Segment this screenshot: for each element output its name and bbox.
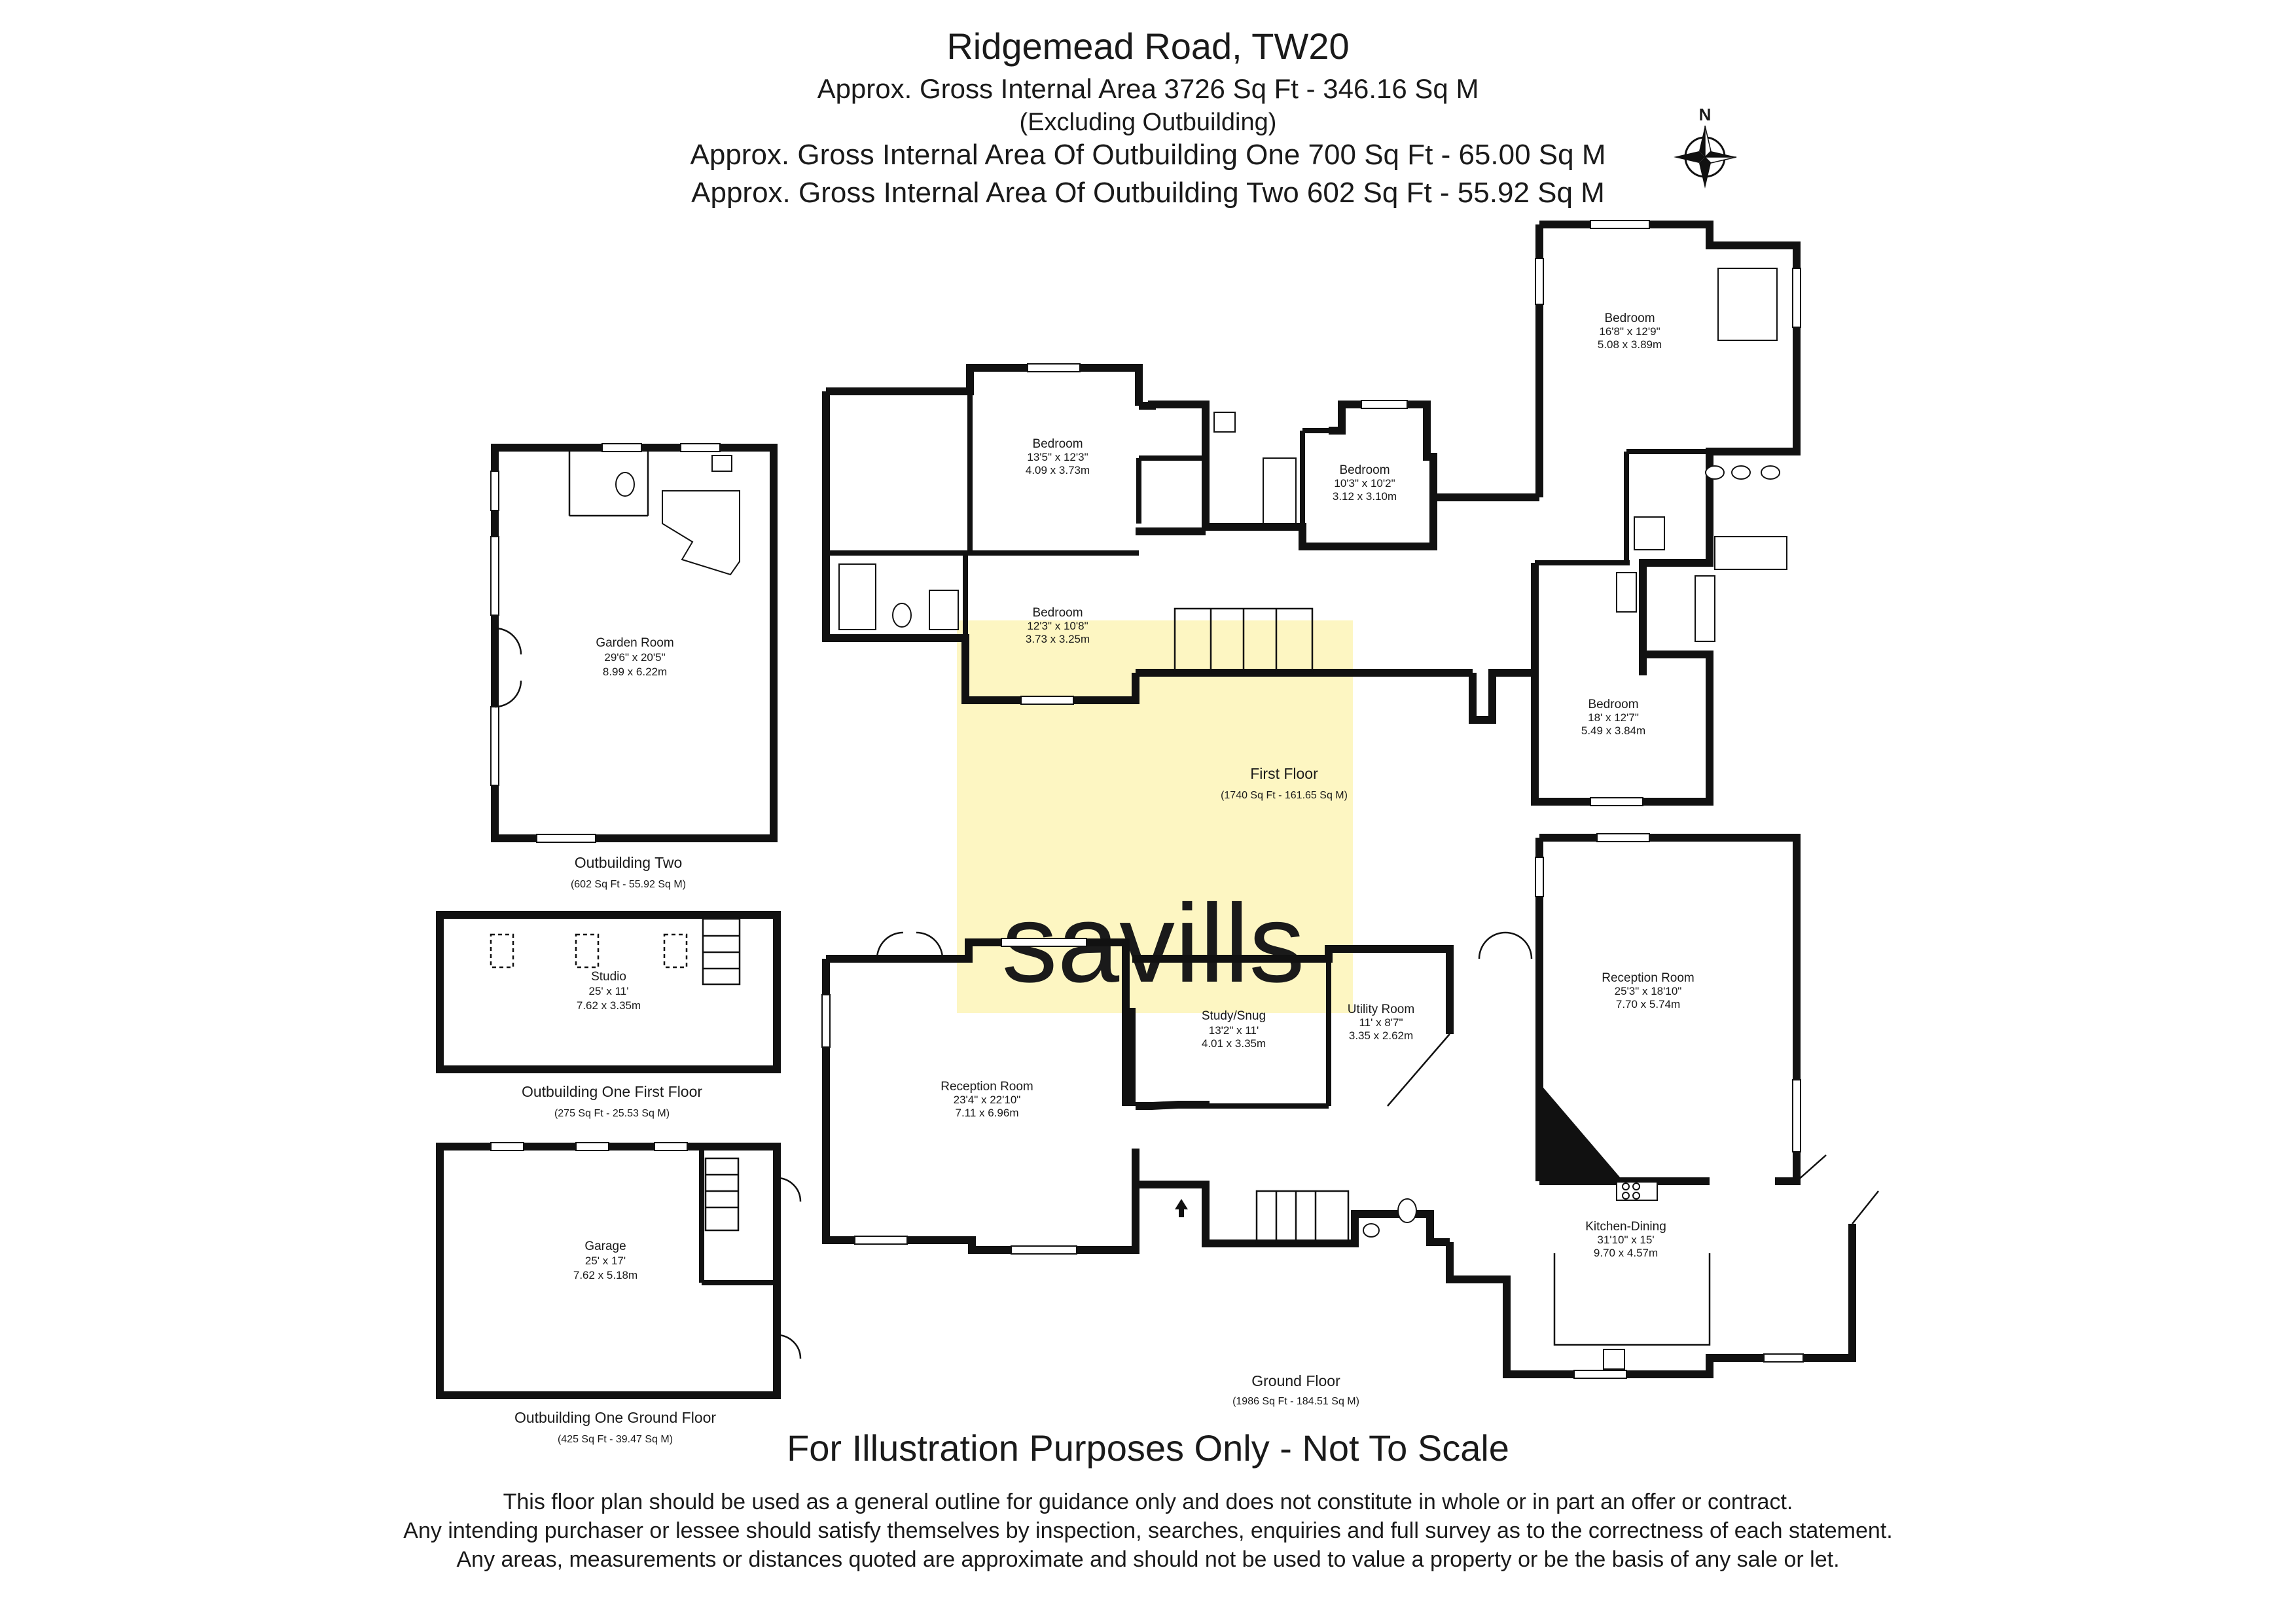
first-bedroom-2-name: Bedroom [1339, 463, 1390, 477]
studio-name: Studio [591, 970, 626, 984]
kitchen-dining-imperial: 31'10" x 15' [1597, 1234, 1654, 1246]
studio-imperial: 25' x 11' [589, 985, 629, 997]
first-bedroom-1-imperial: 13'5" x 12'3" [1027, 451, 1088, 463]
reception-room-right-metric: 7.70 x 5.74m [1616, 998, 1680, 1010]
garage-imperial: 25' x 17' [585, 1255, 626, 1267]
first-bedroom-3-name: Bedroom [1604, 312, 1655, 325]
garage-metric: 7.62 x 5.18m [573, 1269, 637, 1281]
ground-floor-plan: Reception Room 23'4" x 22'10" 7.11 x 6.9… [821, 833, 1879, 1407]
first-bedroom-5-imperial: 18' x 12'7" [1588, 711, 1639, 724]
study-snug-imperial: 13'2" x 11' [1209, 1024, 1259, 1037]
ground-floor-label: Ground Floor [1251, 1372, 1340, 1389]
garden-room-metric: 8.99 x 6.22m [603, 666, 667, 678]
first-bedroom-3-metric: 5.08 x 3.89m [1598, 338, 1662, 351]
outbuilding-one-ground-plan: Garage 25' x 17' 7.62 x 5.18m Outbuildin… [436, 1142, 802, 1445]
study-snug-name: Study/Snug [1202, 1009, 1266, 1023]
first-floor-label: First Floor [1250, 765, 1318, 782]
disclaimer-line: Any areas, measurements or distances quo… [456, 1547, 1840, 1572]
disclaimer-line: Any intending purchaser or lessee should… [403, 1518, 1893, 1543]
disclaimer-heading: For Illustration Purposes Only - Not To … [787, 1427, 1509, 1469]
utility-room-name: Utility Room [1348, 1003, 1414, 1016]
garage-name: Garage [584, 1240, 626, 1253]
utility-room-imperial: 11' x 8'7" [1359, 1016, 1403, 1029]
gross-internal-area: Approx. Gross Internal Area 3726 Sq Ft -… [817, 73, 1479, 104]
garden-room-imperial: 29'6" x 20'5" [604, 651, 665, 664]
reception-room-right-imperial: 25'3" x 18'10" [1615, 985, 1682, 997]
compass-rose-icon: N [1674, 105, 1737, 188]
first-floor-plan: Bedroom 13'5" x 12'3" 4.09 x 3.73m Bedro… [822, 220, 1801, 806]
outbuilding-one-ground-label: Outbuilding One Ground Floor [514, 1409, 716, 1426]
studio-metric: 7.62 x 3.35m [577, 999, 641, 1012]
first-bedroom-2-imperial: 10'3" x 10'2" [1334, 477, 1395, 490]
watermark-highlight [957, 620, 1353, 1013]
first-bedroom-5-metric: 5.49 x 3.84m [1581, 724, 1645, 737]
first-bedroom-1-metric: 4.09 x 3.73m [1026, 464, 1090, 476]
first-bedroom-4-name: Bedroom [1032, 606, 1083, 620]
first-bedroom-2-metric: 3.12 x 3.10m [1333, 490, 1397, 503]
reception-room-right-name: Reception Room [1602, 971, 1695, 985]
outbuilding-two-area-label: (602 Sq Ft - 55.92 Sq M) [571, 879, 686, 890]
kitchen-dining-metric: 9.70 x 4.57m [1594, 1247, 1658, 1259]
reception-room-left-name: Reception Room [941, 1080, 1033, 1094]
first-bedroom-5-name: Bedroom [1588, 698, 1638, 711]
utility-room-metric: 3.35 x 2.62m [1349, 1029, 1413, 1042]
outbuilding-one-first-plan: Studio 25' x 11' 7.62 x 3.35m Outbuildin… [436, 911, 781, 1119]
reception-room-left-metric: 7.11 x 6.96m [955, 1107, 1018, 1119]
outbuilding-one-area: Approx. Gross Internal Area Of Outbuildi… [690, 139, 1606, 171]
first-bedroom-4-metric: 3.73 x 3.25m [1026, 633, 1090, 645]
first-floor-area-label: (1740 Sq Ft - 161.65 Sq M) [1221, 790, 1348, 801]
disclaimer-line: This floor plan should be used as a gene… [503, 1489, 1793, 1514]
first-bedroom-4-imperial: 12'3" x 10'8" [1027, 620, 1088, 632]
kitchen-dining-name: Kitchen-Dining [1585, 1220, 1666, 1234]
outbuilding-two-plan: Garden Room 29'6" x 20'5" 8.99 x 6.22m O… [490, 443, 778, 890]
garden-room-name: Garden Room [596, 636, 673, 650]
compass-north-label: N [1699, 105, 1712, 124]
outbuilding-two-label: Outbuilding Two [575, 854, 683, 871]
outbuilding-one-first-area-label: (275 Sq Ft - 25.53 Sq M) [554, 1108, 670, 1119]
excluding-outbuilding-note: (Excluding Outbuilding) [1019, 109, 1277, 136]
plan-title: Ridgemead Road, TW20 [946, 26, 1350, 67]
first-bedroom-3-imperial: 16'8" x 12'9" [1599, 325, 1660, 338]
outbuilding-two-area: Approx. Gross Internal Area Of Outbuildi… [691, 177, 1605, 209]
outbuilding-one-first-label: Outbuilding One First Floor [522, 1083, 702, 1100]
study-snug-metric: 4.01 x 3.35m [1202, 1037, 1266, 1050]
ground-floor-area-label: (1986 Sq Ft - 184.51 Sq M) [1232, 1396, 1359, 1407]
outbuilding-one-ground-area-label: (425 Sq Ft - 39.47 Sq M) [558, 1434, 673, 1445]
reception-room-left-imperial: 23'4" x 22'10" [954, 1094, 1021, 1106]
first-bedroom-1-name: Bedroom [1032, 437, 1083, 451]
